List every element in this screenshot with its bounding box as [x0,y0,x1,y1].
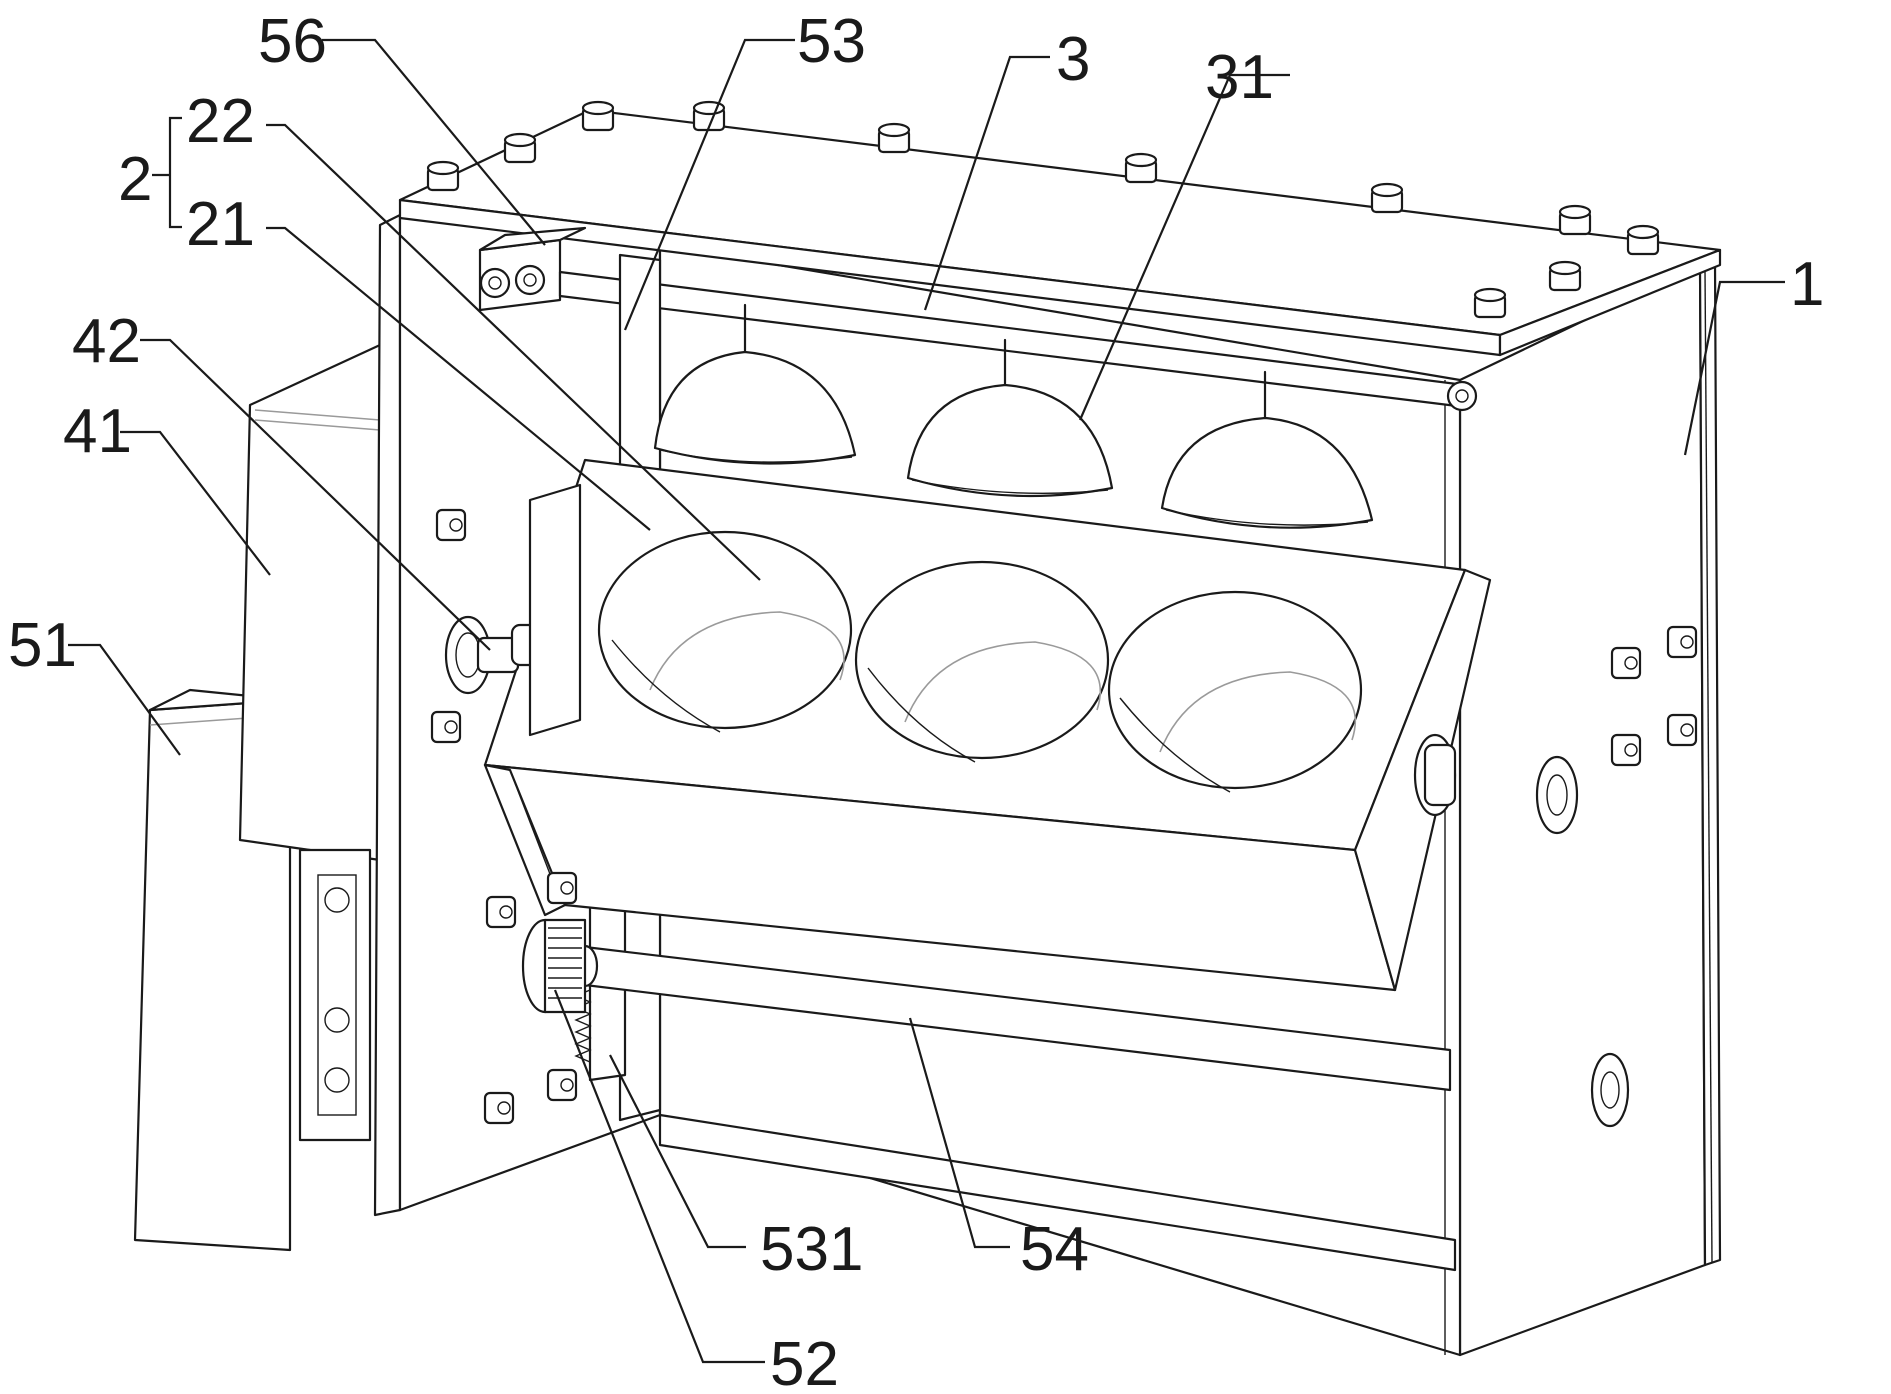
label-56: 56 [258,7,327,76]
nut-icon [430,710,462,744]
label-2: 2 [118,145,152,214]
part-22-cup [854,560,1110,763]
nut-icon [1610,733,1642,767]
label-31: 31 [1205,43,1274,112]
nut-icon [546,871,578,905]
label-21: 21 [186,190,255,259]
part-41-motor [238,343,382,862]
suction-cup [1160,370,1374,529]
connector-plate [298,848,372,1142]
bolt-icon [1558,204,1592,236]
label-52: 52 [770,1330,839,1394]
bolt-icon [692,100,726,132]
part-22-cup [597,530,853,733]
label-3: 3 [1056,25,1090,94]
reference-labels: 56 53 3 31 2 22 21 42 41 51 1 531 54 52 [8,7,1824,1394]
part-31-suction-cups [653,303,1374,529]
part-52-gear [521,918,587,1014]
bolt-icon [1548,260,1582,292]
label-22: 22 [186,87,255,156]
bolt-icon [877,122,911,154]
bolt-icon [1626,224,1660,256]
bolt-icon [1370,182,1404,214]
part-56-clamp [478,226,587,312]
leader-lines [68,38,1785,1364]
label-1: 1 [1790,250,1824,319]
nut-icon [1610,646,1642,680]
label-53: 53 [797,7,866,76]
bolt-icon [1473,287,1507,319]
nut-icon [435,508,467,542]
part-21-tray [483,458,1492,992]
suction-cup [653,303,857,465]
label-531: 531 [760,1215,863,1284]
suction-cup [906,338,1114,498]
nut-icon [485,895,517,929]
right-bearings [1413,733,1630,1128]
part-42-pivot [444,483,582,737]
nut-icon [483,1091,515,1125]
top-bolts [426,100,1660,319]
nut-icon [1666,625,1698,659]
bolt-icon [426,160,460,192]
bolt-icon [503,132,537,164]
label-41: 41 [63,397,132,466]
label-42: 42 [72,307,141,376]
bolt-icon [1124,152,1158,184]
frame-nuts [430,508,1698,1125]
bolt-icon [581,100,615,132]
part-22-cup [1107,590,1363,793]
nut-icon [1666,713,1698,747]
label-54: 54 [1020,1215,1089,1284]
label-51: 51 [8,611,77,680]
nut-icon [546,1068,578,1102]
part-3-rod [558,270,1478,412]
